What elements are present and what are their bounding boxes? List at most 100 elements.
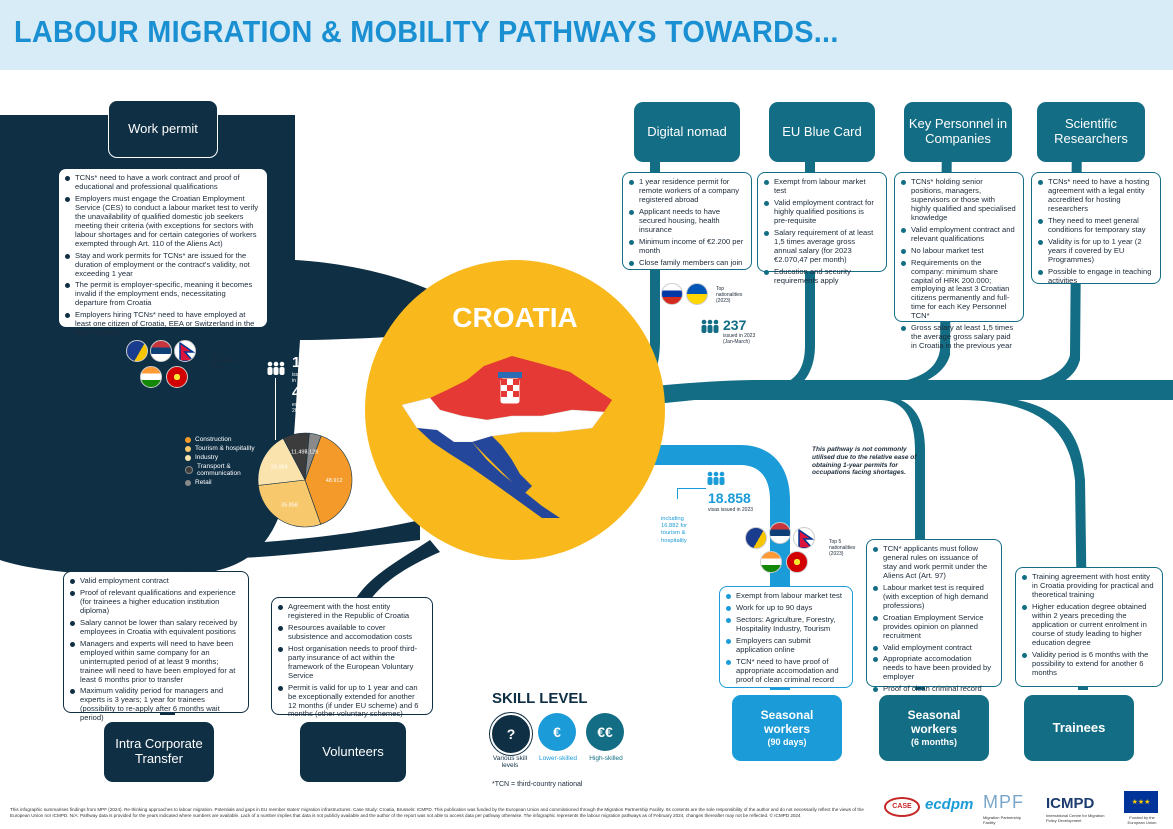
researchers-title: Scientific Researchers [1054, 116, 1128, 146]
list-item: Valid employment contract [873, 643, 994, 653]
digital-nomad-box: 1 year residence permit for remote worke… [622, 172, 752, 270]
skill-level-title: SKILL LEVEL [492, 690, 588, 707]
work-permit-extension-count: 40.660 [292, 384, 338, 401]
seasonal6-title: Seasonal workers [907, 708, 961, 736]
flag-nepal-icon [174, 340, 196, 362]
case-logo-text: CASE [892, 803, 912, 810]
list-item: They need to meet general conditions for… [1038, 216, 1153, 235]
title-banner: LABOUR MIGRATION & MOBILITY PATHWAYS TOW… [0, 0, 1173, 70]
seasonal-visa-label: visas issued in 2023 [708, 507, 754, 513]
researchers-header: Scientific Researchers [1037, 102, 1145, 162]
flag-india-icon [140, 366, 162, 388]
pie-value-label: 35.858 [281, 503, 298, 509]
list-item: Appropriate accomodation needs to have b… [873, 655, 994, 682]
legend-label: Construction [195, 436, 232, 443]
flag-north-macedonia-icon [166, 366, 188, 388]
flag-serbia-icon [150, 340, 172, 362]
list-item: TCNs* need to have a work contract and p… [65, 173, 260, 192]
list-item: Employers hiring TCNs* need to have empl… [65, 310, 260, 338]
people-icon [701, 319, 719, 333]
intra-box: Valid employment contract Proof of relev… [63, 571, 249, 722]
work-permit-box: TCNs* need to have a work contract and p… [58, 168, 268, 337]
list-item: Permit is valid for up to 1 year and can… [278, 683, 425, 720]
pie-slice-retail [304, 432, 322, 481]
mpf-caption: Migration Partnership Facility [983, 815, 1022, 825]
list-item: Salary requirement of at least 1,5 times… [764, 228, 879, 265]
list-item: Higher education degree obtained within … [1022, 602, 1155, 648]
intra-header: Intra Corporate Transfer [104, 722, 214, 782]
list-item: Close family members can join [629, 258, 744, 268]
work-permit-header: Work permit [108, 100, 218, 158]
list-item: Proof of clean criminal record [873, 684, 994, 694]
legend-label: Tourism & hospitality [195, 445, 255, 452]
volunteers-header: Volunteers [300, 722, 406, 782]
various-skill-icon: ? [490, 713, 532, 755]
seasonal-note: This pathway is not commonly utilised du… [812, 446, 917, 477]
icmpd-logo: ICMPD [1046, 795, 1095, 812]
list-item: Work for up to 90 days [726, 603, 845, 613]
pie-value-label: 11.497 [291, 449, 307, 455]
list-item: Valid employment contract [70, 576, 241, 586]
list-item: 1 year residence permit for remote worke… [629, 177, 744, 205]
list-item: Validity is for up to 1 year (2 years if… [1038, 237, 1153, 265]
flag-russia-icon [661, 283, 683, 305]
seasonal-visa-count: 18.858 [708, 490, 751, 506]
pie-slice-tourism-hospitality [257, 479, 322, 528]
legend-dot-construction [185, 436, 191, 443]
blue-card-box: Exempt from labour market test Valid emp… [757, 172, 887, 284]
digital-nomad-nationalities-label: Top nationalities (2023) [716, 286, 743, 304]
list-item: Croatian Employment Service provides opi… [873, 613, 994, 641]
seasonal-nationalities-label: Top 5 nationalities (2023) [829, 539, 856, 557]
list-item: No labour market test [901, 246, 1016, 256]
list-item: Minimum income of €2.200 per month [629, 237, 744, 256]
seasonal6-header: Seasonal workers (6 months) [879, 695, 989, 761]
pie-value-label: 48.912 [326, 478, 343, 484]
stat-connector [275, 378, 276, 440]
seasonal90-title: Seasonal workers [760, 708, 814, 736]
ecdpm-logo: ecdpm [925, 796, 974, 813]
intra-title: Intra Corporate Transfer [115, 736, 203, 766]
people-icon [707, 471, 725, 485]
digital-nomad-title: Digital nomad [647, 123, 727, 139]
list-item: TCNs* holding senior positions, managers… [901, 177, 1016, 223]
list-item: Agreement with the host entity registere… [278, 602, 425, 621]
flag-bosnia-icon [745, 527, 767, 549]
pie-slice-industry [257, 437, 306, 486]
key-personnel-box: TCNs* holding senior positions, managers… [894, 172, 1024, 350]
digital-nomad-count-label: issued in 2023 (Jan-March) [723, 333, 756, 345]
seasonal-bracket [677, 488, 706, 499]
eu-flag-icon: ★★★ [1124, 791, 1158, 813]
lower-skilled-icon: € [538, 713, 576, 751]
flag-north-macedonia-icon [786, 551, 808, 573]
high-skilled-icon: €€ [586, 713, 624, 751]
croatia-map-icon [401, 356, 612, 518]
researchers-box: TCNs* need to have a hosting agreement w… [1031, 172, 1161, 284]
pie-value-label: 5.126 [305, 450, 319, 456]
list-item: Training agreement with host entity in C… [1022, 572, 1155, 600]
list-item: Sectors: Agriculture, Forestry, Hospital… [726, 615, 845, 634]
skill-label: High-skilled [589, 755, 623, 762]
list-item: The permit is employer-specific, meaning… [65, 281, 260, 308]
digital-nomad-count: 237 [723, 317, 747, 333]
work-permit-nationalities-label: Top 5 nationalities (2023) [210, 352, 237, 370]
list-item: Applicant needs to have secured housing,… [629, 207, 744, 235]
seasonal90-header: Seasonal workers (90 days) [732, 695, 842, 761]
seasonal6-box: TCN* applicants must follow general rule… [866, 539, 1002, 693]
seasonal-including: including 16.882 for tourism & hospitali… [661, 516, 688, 544]
blue-card-header: EU Blue Card [769, 102, 875, 162]
list-item: Managers and experts will need to have b… [70, 639, 241, 685]
skill-label: Various skill levels [492, 755, 528, 769]
trainees-header: Trainees [1024, 695, 1134, 761]
list-item: Possible to engage in teaching activitie… [1038, 267, 1153, 286]
volunteers-title: Volunteers [322, 743, 384, 759]
tcn-note: *TCN = third-country national [492, 781, 583, 788]
list-item: Maximum validity period for managers and… [70, 687, 241, 723]
trainees-title: Trainees [1052, 719, 1106, 735]
list-item: Valid employment contract for highly qua… [764, 198, 879, 226]
legend-label: Transport & communication [197, 463, 241, 477]
work-permit-extension-label: extension of permits in 2023 [292, 402, 343, 414]
flag-india-icon [760, 551, 782, 573]
pie-value-label: 24.004 [271, 464, 288, 470]
skill-label: Lower-skilled [539, 755, 577, 762]
